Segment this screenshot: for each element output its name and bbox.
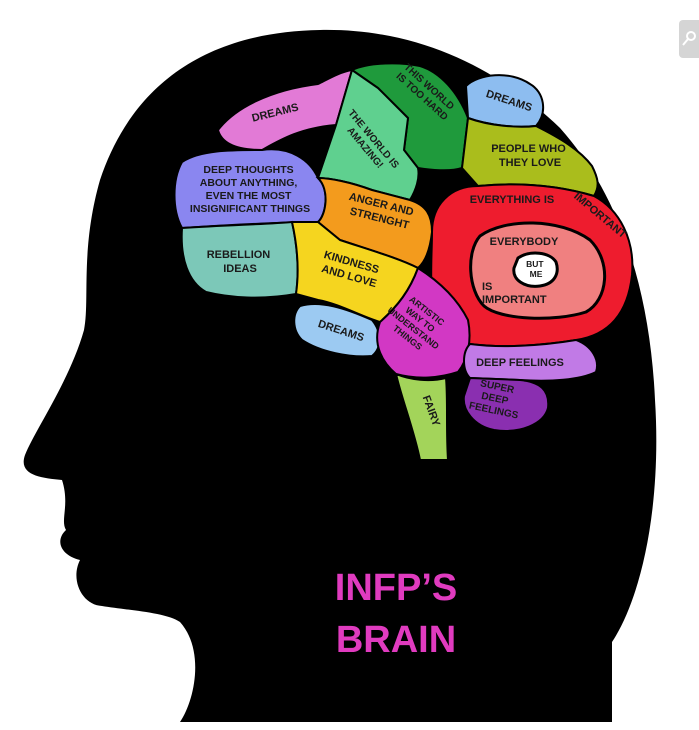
- svg-text:PEOPLE WHO THEY LOVE: PEOPLE WHO THEY LOVE: [491, 143, 569, 169]
- label-deep-thoughts-4: INSIGNIFICANT THINGS: [190, 203, 310, 215]
- label-everything-is: EVERYTHING IS: [470, 194, 555, 206]
- label-rebellion-1: REBELLION: [207, 249, 271, 261]
- region-fairy: [394, 372, 450, 461]
- label-deep-thoughts-3: EVEN THE MOST: [206, 190, 292, 202]
- svg-text:IS IMPORTANT: IS IMPORTANT: [482, 281, 547, 306]
- label-everybody: EVERYBODY: [490, 236, 559, 248]
- label-but: BUT: [526, 259, 544, 269]
- region-but-me: [512, 251, 559, 288]
- label-deep-feelings: DEEP FEELINGS: [476, 357, 564, 369]
- label-deep-thoughts-1: DEEP THOUGHTS: [203, 164, 293, 176]
- label-is-important: IMPORTANT: [482, 294, 547, 306]
- title-line-2: BRAIN: [336, 619, 456, 661]
- image-search-button[interactable]: [679, 20, 699, 58]
- region-dreams-bottom: [293, 302, 381, 358]
- svg-text:REBELLION IDEAS: REBELLION IDEAS: [207, 249, 274, 275]
- label-me: ME: [530, 269, 543, 279]
- label-deep-thoughts-2: ABOUT ANYTHING,: [200, 177, 298, 189]
- region-deep-feelings: [463, 338, 598, 382]
- label-people-love-1: PEOPLE WHO: [491, 143, 566, 155]
- svg-text:DEEP THOUGHTS ABOUT ANYT: DEEP THOUGHTS ABOUT ANYTHING, EVEN THE M…: [190, 164, 310, 215]
- region-artistic: [376, 266, 471, 379]
- label-is: IS: [482, 281, 492, 293]
- label-people-love-2: THEY LOVE: [499, 157, 561, 169]
- svg-text:BUT ME: BUT ME: [526, 259, 546, 279]
- image-search-icon: [682, 31, 696, 46]
- region-super-deep: [462, 376, 550, 432]
- label-rebellion-2: IDEAS: [223, 263, 257, 275]
- title-line-1: INFP’S: [335, 567, 457, 609]
